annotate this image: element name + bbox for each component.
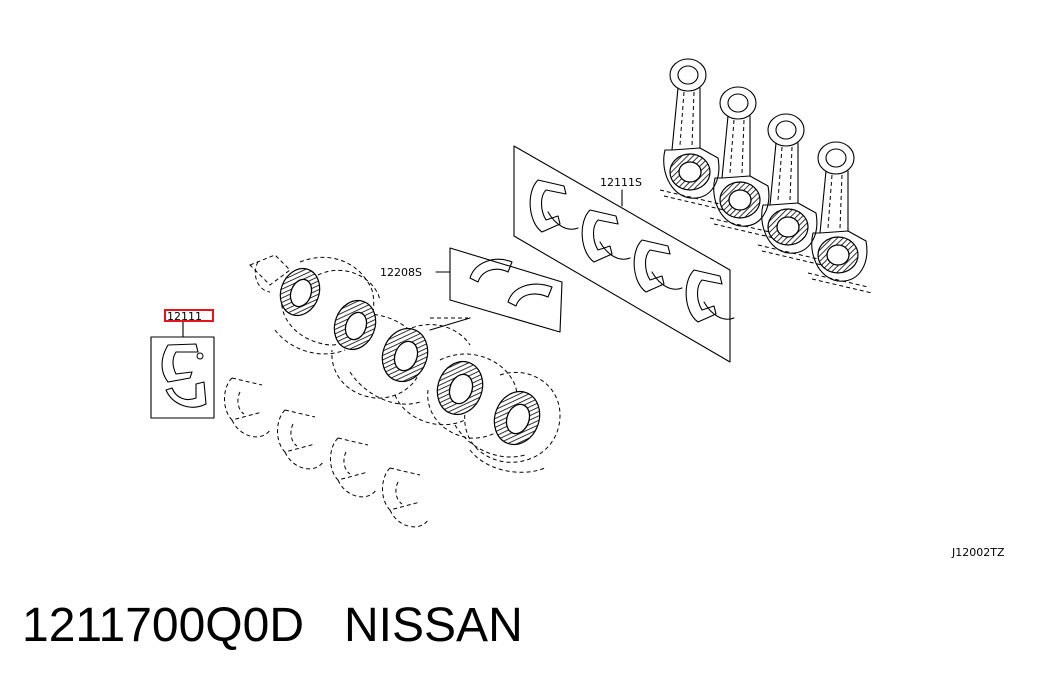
part-number: 1211700Q0D xyxy=(22,599,304,652)
main-bearing-shells-loose xyxy=(224,377,429,528)
callout-12208s[interactable]: 12208S xyxy=(380,266,422,279)
main-bearings-installed xyxy=(279,267,541,446)
diagram-code: J12002TZ xyxy=(951,546,1005,559)
callout-12111[interactable]: 12111 xyxy=(167,310,202,323)
part-12111-box xyxy=(150,321,215,419)
callout-12111s[interactable]: 12111S xyxy=(600,176,642,189)
conn-rod-4 xyxy=(807,141,873,294)
conn-rod-1 xyxy=(659,58,725,211)
caption-separator xyxy=(304,599,344,652)
conn-rod-2 xyxy=(709,86,775,239)
conn-rod-3 xyxy=(757,113,823,266)
thrust-washer-box xyxy=(429,247,563,333)
connecting-rods xyxy=(659,58,873,294)
rod-bearing-set-box xyxy=(513,145,735,363)
part-caption: 1211700Q0D NISSAN xyxy=(22,598,523,653)
highlight-box[interactable] xyxy=(164,309,214,322)
brand-name: NISSAN xyxy=(344,599,523,652)
parts-diagram: 12111 12208S 12111S xyxy=(150,58,1005,559)
